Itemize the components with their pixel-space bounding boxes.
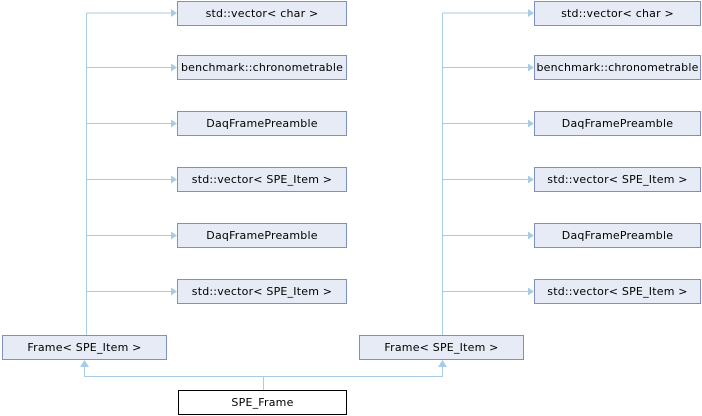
node-label: std::vector< SPE_Item >	[191, 284, 333, 298]
node-label: Frame< SPE_Item >	[27, 340, 142, 354]
inheritance-arrowheads	[80, 360, 447, 367]
node-label: std::vector< char >	[205, 6, 319, 20]
left-arrowheads	[171, 9, 177, 296]
node-benchmark-chronometrable-left[interactable]: benchmark::chronometrable	[177, 55, 347, 80]
node-std-vector-char-left[interactable]: std::vector< char >	[177, 1, 347, 26]
node-label: DaqFramePreamble	[206, 116, 318, 130]
inheritance-arrowhead-icon	[438, 360, 447, 367]
node-daqframepreamble-right-2[interactable]: DaqFramePreamble	[534, 223, 701, 248]
node-spe-frame-root[interactable]: SPE_Frame	[178, 390, 347, 415]
node-label: std::vector< char >	[561, 6, 674, 20]
inheritance-bus	[84, 367, 443, 377]
node-label: std::vector< SPE_Item >	[547, 284, 688, 298]
node-label: benchmark::chronometrable	[180, 60, 344, 74]
node-label: Frame< SPE_Item >	[384, 340, 499, 354]
node-daqframepreamble-right-1[interactable]: DaqFramePreamble	[534, 111, 701, 136]
node-std-vector-spe-item-left-1[interactable]: std::vector< SPE_Item >	[177, 167, 347, 192]
node-daqframepreamble-left-1[interactable]: DaqFramePreamble	[177, 111, 347, 136]
inheritance-arrowhead-icon	[80, 360, 89, 367]
node-benchmark-chronometrable-right[interactable]: benchmark::chronometrable	[534, 55, 701, 80]
node-label: std::vector< SPE_Item >	[547, 172, 688, 186]
node-label: DaqFramePreamble	[561, 116, 674, 130]
node-daqframepreamble-left-2[interactable]: DaqFramePreamble	[177, 223, 347, 248]
right-arrowheads	[528, 9, 534, 296]
node-std-vector-spe-item-right-1[interactable]: std::vector< SPE_Item >	[534, 167, 701, 192]
node-label: DaqFramePreamble	[561, 228, 674, 242]
node-std-vector-char-right[interactable]: std::vector< char >	[534, 1, 701, 26]
node-std-vector-spe-item-left-2[interactable]: std::vector< SPE_Item >	[177, 279, 347, 304]
node-std-vector-spe-item-right-2[interactable]: std::vector< SPE_Item >	[534, 279, 701, 304]
node-frame-spe-item-right[interactable]: Frame< SPE_Item >	[359, 335, 524, 360]
node-frame-spe-item-left[interactable]: Frame< SPE_Item >	[2, 335, 167, 360]
node-label: std::vector< SPE_Item >	[191, 172, 333, 186]
node-label: benchmark::chronometrable	[536, 60, 699, 74]
node-label: SPE_Frame	[231, 395, 294, 409]
node-label: DaqFramePreamble	[206, 228, 318, 242]
